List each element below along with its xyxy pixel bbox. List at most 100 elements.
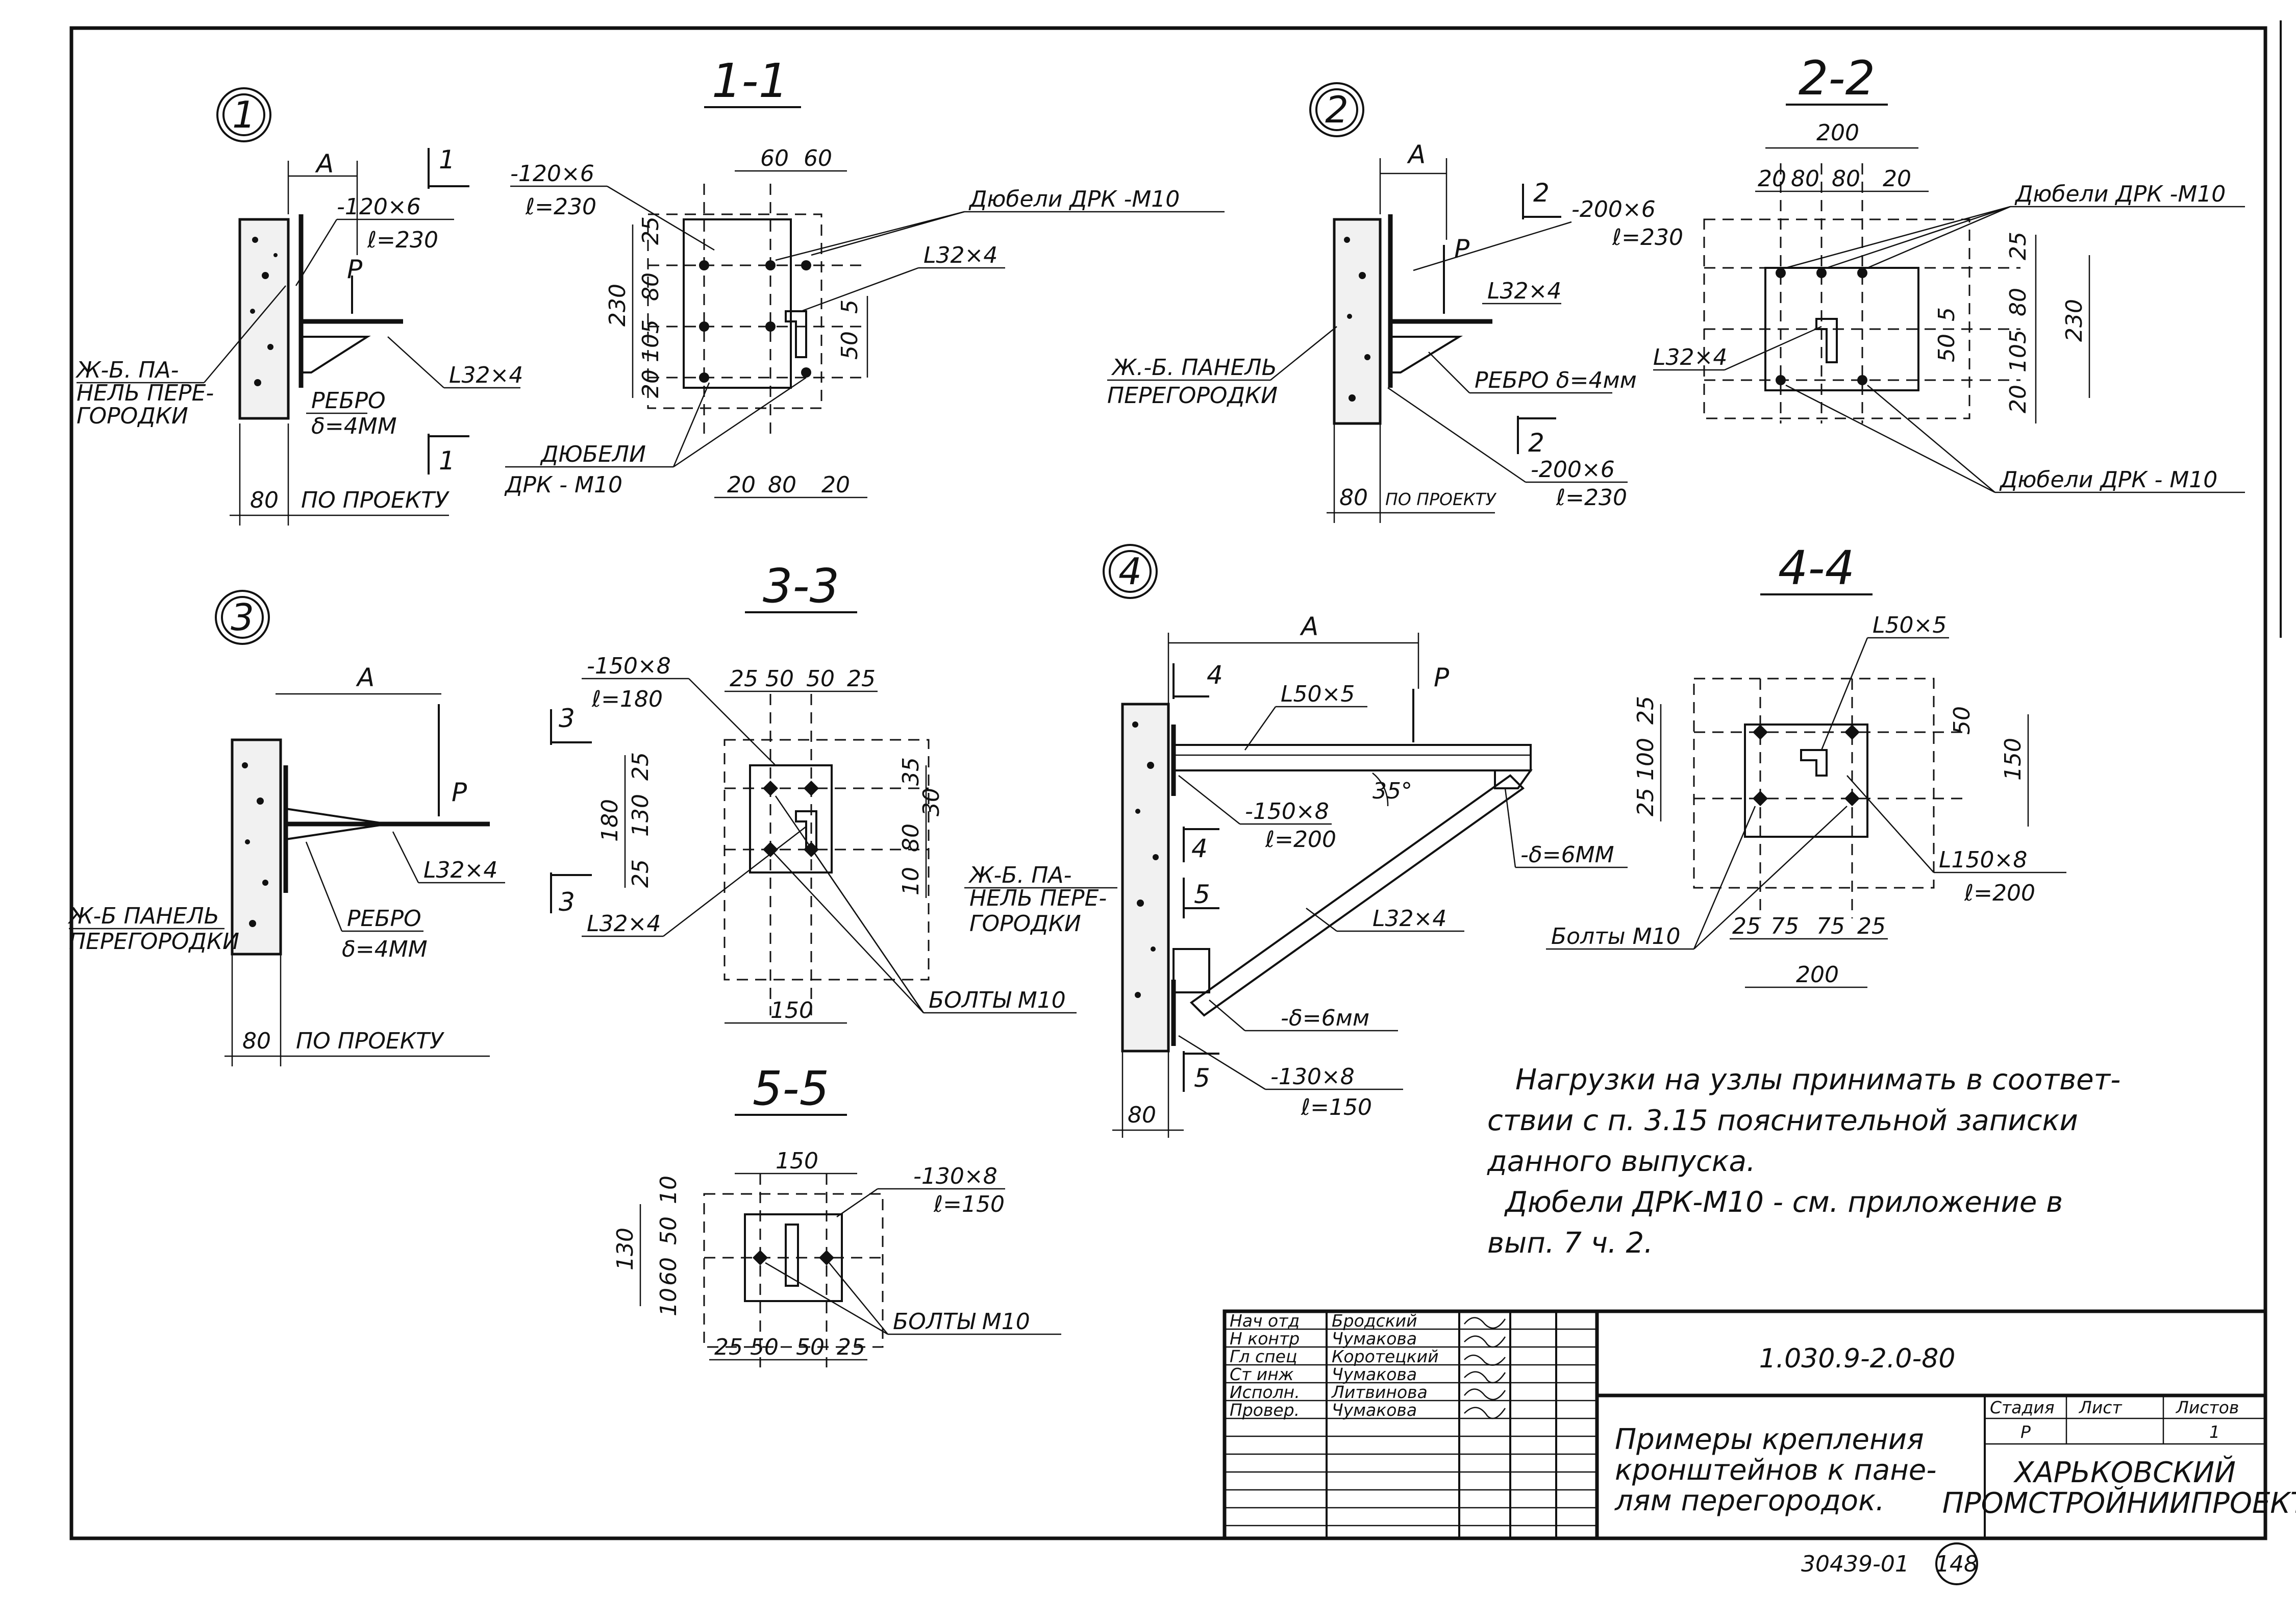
node-3-marker-label: 3 <box>231 596 254 639</box>
tb-org-2: ПРОМСТРОЙНИИПРОЕКТ <box>1942 1487 2296 1520</box>
tb-name-5: Литвинова <box>1331 1382 1428 1402</box>
tb-org-1: ХАРЬКОВСКИЙ <box>2013 1456 2236 1489</box>
svg-text:L50×5: L50×5 <box>1281 681 1355 707</box>
section-1-1-title: 1-1 <box>712 54 788 108</box>
svg-text:130: 130 <box>628 794 654 837</box>
svg-text:80: 80 <box>1791 166 1819 192</box>
section-2-2-title: 2-2 <box>1799 51 1875 106</box>
svg-text:БОЛТЫ М10: БОЛТЫ М10 <box>893 1309 1030 1335</box>
inventory-number: 30439-01 <box>1801 1551 1909 1577</box>
svg-text:80: 80 <box>1128 1102 1156 1128</box>
svg-text:60: 60 <box>760 145 789 171</box>
section-4-4-plate <box>1693 678 1935 889</box>
svg-text:-200×6: -200×6 <box>1531 457 1615 483</box>
svg-text:80: 80 <box>638 272 664 301</box>
svg-text:НЕЛЬ ПЕРЕ-: НЕЛЬ ПЕРЕ- <box>969 885 1107 911</box>
svg-text:50: 50 <box>750 1334 779 1360</box>
svg-text:80: 80 <box>242 1028 271 1054</box>
svg-text:L32×4: L32×4 <box>1653 344 1727 370</box>
svg-text:20: 20 <box>727 472 756 498</box>
svg-text:ℓ=150: ℓ=150 <box>933 1191 1005 1217</box>
svg-text:ПО ПРОЕКТУ: ПО ПРОЕКТУ <box>301 487 450 513</box>
svg-text:35: 35 <box>898 757 924 786</box>
svg-text:δ=4ММ: δ=4ММ <box>342 936 428 962</box>
node-1-marker-label: 1 <box>232 93 256 136</box>
svg-text:50: 50 <box>656 1216 682 1245</box>
note-line-5: вып. 7 ч. 2. <box>1487 1227 1653 1260</box>
svg-text:ПЕРЕГОРОДКИ: ПЕРЕГОРОДКИ <box>69 929 239 955</box>
node-3-rib <box>285 807 388 841</box>
page-number: 148 <box>1935 1551 1978 1577</box>
tb-role-2: Н контр <box>1230 1329 1300 1349</box>
svg-text:L50×5: L50×5 <box>1873 612 1946 638</box>
node-4-marker <box>1103 544 1158 599</box>
svg-text:75: 75 <box>1770 913 1799 939</box>
node-3-marker <box>215 590 270 645</box>
svg-text:A: A <box>315 149 334 179</box>
section-1-1: 1-1 60 60 -120×6 ℓ=230 Дюбели ДРК -М10 L… <box>504 54 1225 498</box>
node-4-top-angle <box>1172 744 1532 771</box>
svg-text:3: 3 <box>559 704 575 733</box>
svg-text:P: P <box>347 255 363 284</box>
svg-text:150: 150 <box>2000 738 2026 781</box>
svg-text:ℓ=180: ℓ=180 <box>591 686 663 712</box>
svg-text:150: 150 <box>776 1148 818 1174</box>
section-3-3-title: 3-3 <box>763 559 839 613</box>
svg-text:A: A <box>1407 140 1426 169</box>
tb-stage-label: Стадия <box>1990 1398 2055 1417</box>
svg-text:105: 105 <box>638 319 664 362</box>
svg-text:Ж-Б ПАНЕЛЬ: Ж-Б ПАНЕЛЬ <box>67 903 219 929</box>
svg-text:P: P <box>452 778 467 807</box>
svg-text:РЕБРО: РЕБРО <box>347 906 421 932</box>
svg-text:ДЮБЕЛИ: ДЮБЕЛИ <box>540 441 646 467</box>
section-4-4: 4-4 L50×5 25 100 25 50 150 L150×8 ℓ=200 … <box>1546 541 2066 988</box>
svg-text:-130×8: -130×8 <box>913 1163 997 1189</box>
node-2-rib <box>1389 336 1463 373</box>
svg-text:30: 30 <box>918 788 944 816</box>
svg-text:1: 1 <box>439 145 455 174</box>
svg-text:200: 200 <box>1796 962 1839 988</box>
section-2-2-plate <box>1703 218 1970 419</box>
svg-text:3: 3 <box>559 887 575 917</box>
tb-role-1: Нач отд <box>1230 1311 1300 1331</box>
svg-text:L32×4: L32×4 <box>587 911 661 937</box>
svg-text:-130×8: -130×8 <box>1270 1064 1355 1090</box>
svg-text:ПО ПРОЕКТУ: ПО ПРОЕКТУ <box>296 1028 445 1054</box>
tb-name-6: Чумакова <box>1332 1400 1417 1420</box>
svg-text:230: 230 <box>2061 299 2087 342</box>
tb-role-5: Исполн. <box>1230 1382 1300 1402</box>
svg-text:80: 80 <box>2005 288 2031 316</box>
tb-title-2: кронштейнов к пане- <box>1615 1454 1936 1487</box>
svg-text:5: 5 <box>1934 307 1960 321</box>
svg-text:25: 25 <box>837 1334 865 1360</box>
svg-text:4: 4 <box>1191 834 1208 863</box>
node-2-marker <box>1309 82 1364 137</box>
svg-text:P: P <box>1434 663 1450 692</box>
svg-text:80: 80 <box>768 472 796 498</box>
svg-text:80: 80 <box>250 487 279 513</box>
svg-text:50: 50 <box>837 331 863 360</box>
svg-text:20: 20 <box>1883 166 1911 192</box>
svg-text:50: 50 <box>1934 334 1960 362</box>
svg-text:-150×8: -150×8 <box>587 653 671 679</box>
svg-text:25: 25 <box>628 859 654 888</box>
svg-text:5: 5 <box>1194 1063 1210 1093</box>
tb-title-1: Примеры крепления <box>1615 1423 1924 1456</box>
svg-text:25: 25 <box>2005 232 2031 260</box>
svg-text:80: 80 <box>1832 166 1860 192</box>
tb-sheets-value: 1 <box>2209 1422 2220 1442</box>
tb-title-3: лям перегородок. <box>1614 1484 1885 1517</box>
svg-text:НЕЛЬ ПЕРЕ-: НЕЛЬ ПЕРЕ- <box>77 380 214 406</box>
svg-text:25: 25 <box>638 216 664 245</box>
general-notes: Нагрузки на узлы принимать в соответ- ст… <box>1487 1063 2120 1260</box>
svg-text:ℓ=150: ℓ=150 <box>1301 1094 1372 1120</box>
svg-text:25: 25 <box>714 1334 743 1360</box>
svg-text:Дюбели ДРК -М10: Дюбели ДРК -М10 <box>2014 181 2226 207</box>
note-line-3: данного выпуска. <box>1487 1145 1756 1178</box>
node-1-elevation: 1 P A 1 1 -120×6 ℓ=230 L32×4 Ж-Б. ПА- НЕ… <box>75 87 523 526</box>
svg-text:ПО ПРОЕКТУ: ПО ПРОЕКТУ <box>1385 489 1496 509</box>
node-2-elevation: 2 P A 2 2 -200×6 ℓ=230 L32×4 Ж.-Б. ПАНЕЛ… <box>1107 82 1683 523</box>
svg-text:130: 130 <box>612 1228 638 1270</box>
svg-text:25: 25 <box>1857 913 1886 939</box>
svg-text:2: 2 <box>1533 178 1550 208</box>
